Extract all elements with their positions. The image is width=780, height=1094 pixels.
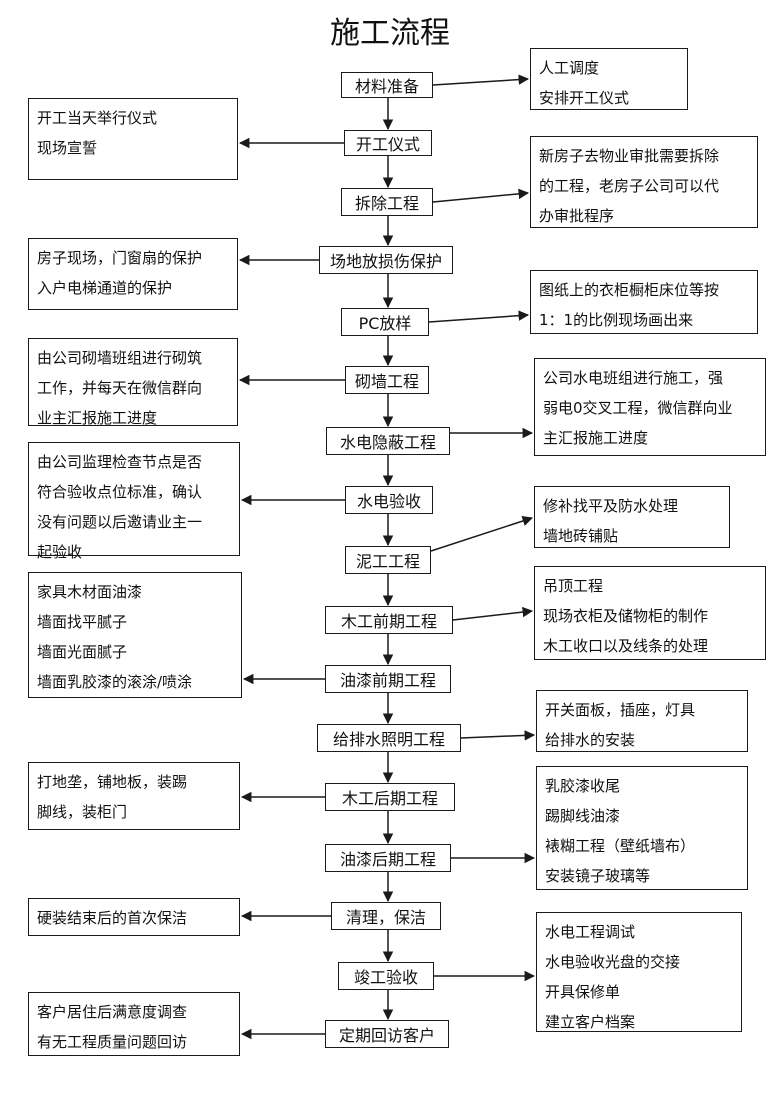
note-line: 业主汇报施工进度 (37, 409, 158, 427)
note-box: 开关面板，插座，灯具给排水的安装 (536, 690, 748, 752)
note-line: 给排水的安装 (545, 731, 636, 749)
step-box: 木工后期工程 (325, 783, 455, 811)
note-line: 吊顶工程 (543, 577, 604, 595)
note-line: 现场宣誓 (37, 139, 98, 157)
note-line: 公司水电班组进行施工，强 (543, 369, 724, 387)
note-box: 图纸上的衣柜橱柜床位等按 1：1的比例现场画出来 (530, 270, 758, 334)
note-box: 乳胶漆收尾踢脚线油漆裱糊工程（壁纸墙布） 安装镜子玻璃等 (536, 766, 748, 890)
note-arrow (452, 606, 534, 621)
note-box: 由公司监理检查节点是否符合验收点位标准，确认没有问题以后邀请业主一起验收 (28, 442, 240, 561)
note-line: 弱电0交叉工程，微信群向业 (543, 399, 733, 417)
note-line: 图纸上的衣柜橱柜床位等按 (539, 281, 720, 299)
note-box: 硬装结束后的首次保洁 (28, 898, 240, 936)
note-line: 有无工程质量问题回访 (37, 1033, 188, 1051)
note-line: 家具木材面油漆 (37, 583, 143, 601)
note-box: 水电工程调试水电验收光盘的交接开具保修单建立客户档案 (536, 912, 742, 1032)
note-line: 房子现场，门窗扇的保护 (37, 249, 203, 267)
note-line: 的工程，老房子公司可以代 (539, 177, 720, 195)
note-line: 新房子去物业审批需要拆除 (539, 147, 720, 165)
step-box: 木工前期工程 (325, 606, 453, 634)
note-line: 水电工程调试 (545, 923, 636, 941)
note-line: 墙面找平腻子 (37, 613, 128, 631)
note-line: 木工收口以及线条的处理 (543, 637, 709, 655)
note-line: 墙面光面腻子 (37, 643, 128, 661)
step-box: 开工仪式 (344, 130, 432, 156)
note-line: 人工调度 (539, 59, 600, 77)
page-title: 施工流程 (330, 16, 450, 51)
note-line: 开关面板，插座，灯具 (545, 701, 696, 719)
note-box: 家具木材面油漆墙面找平腻子墙面光面腻子墙面乳胶漆的滚涂/喷涂 (28, 572, 242, 698)
note-line: 水电验收光盘的交接 (545, 953, 681, 971)
note-box: 由公司砌墙班组进行砌筑工作，并每天在微信群向业主汇报施工进度 (28, 338, 238, 427)
note-box: 修补找平及防水处理墙地砖铺贴 (534, 486, 730, 548)
step-box: 油漆后期工程 (325, 844, 451, 872)
note-line: 入户电梯通道的保护 (37, 279, 173, 297)
note-line: 墙地砖铺贴 (543, 527, 619, 545)
note-box: 开工当天举行仪式现场宣誓 (28, 98, 238, 180)
step-box: 油漆前期工程 (325, 665, 451, 693)
note-line: 没有问题以后邀请业主一 (37, 513, 203, 531)
step-box: 砌墙工程 (345, 366, 429, 394)
note-line: 开工当天举行仪式 (37, 109, 158, 127)
note-line: 1：1的比例现场画出来 (539, 311, 694, 329)
note-line: 打地垄，铺地板，装踢 (37, 773, 188, 791)
note-line: 现场衣柜及储物柜的制作 (543, 607, 709, 625)
note-line: 符合验收点位标准，确认 (37, 483, 203, 501)
note-arrow (460, 730, 536, 741)
step-box: PC放样 (341, 308, 429, 336)
note-box: 公司水电班组进行施工，强弱电0交叉工程，微信群向业主汇报施工进度 (534, 358, 766, 456)
step-box: 场地放损伤保护 (319, 246, 453, 274)
note-line: 乳胶漆收尾 (545, 777, 621, 795)
note-arrow (432, 74, 530, 86)
note-box: 新房子去物业审批需要拆除的工程，老房子公司可以代办审批程序 (530, 136, 758, 228)
note-line: 硬装结束后的首次保洁 (37, 909, 188, 927)
note-box: 打地垄，铺地板，装踢脚线，装柜门 (28, 762, 240, 830)
note-line: 安装镜子玻璃等 (545, 867, 651, 885)
step-box: 水电验收 (345, 486, 433, 514)
note-line: 建立客户档案 (545, 1013, 636, 1031)
step-box: 材料准备 (341, 72, 433, 98)
note-line: 裱糊工程（壁纸墙布） (545, 837, 696, 855)
step-box: 拆除工程 (341, 188, 433, 216)
note-arrow (432, 188, 530, 203)
note-line: 办审批程序 (539, 207, 615, 225)
step-box: 水电隐蔽工程 (326, 427, 450, 455)
note-line: 修补找平及防水处理 (543, 497, 679, 515)
note-line: 墙面乳胶漆的滚涂/喷涂 (37, 673, 193, 691)
step-box: 清理，保洁 (331, 902, 441, 930)
note-box: 房子现场，门窗扇的保护入户电梯通道的保护 (28, 238, 238, 310)
step-box: 泥工工程 (345, 546, 431, 574)
step-box: 定期回访客户 (325, 1020, 449, 1048)
note-line: 安排开工仪式 (539, 89, 630, 107)
note-arrow (428, 310, 530, 323)
note-line: 由公司监理检查节点是否 (37, 453, 203, 471)
note-line: 起验收 (37, 543, 83, 561)
note-line: 脚线，装柜门 (37, 803, 128, 821)
note-line: 主汇报施工进度 (543, 429, 649, 447)
note-box: 吊顶工程现场衣柜及储物柜的制作木工收口以及线条的处理 (534, 566, 766, 660)
note-line: 客户居住后满意度调查 (37, 1003, 188, 1021)
note-line: 工作，并每天在微信群向 (37, 379, 203, 397)
note-arrow (430, 515, 533, 552)
step-box: 竣工验收 (338, 962, 434, 990)
note-box: 客户居住后满意度调查有无工程质量问题回访 (28, 992, 240, 1056)
note-line: 踢脚线油漆 (545, 807, 621, 825)
note-line: 开具保修单 (545, 983, 621, 1001)
step-box: 给排水照明工程 (317, 724, 461, 752)
note-box: 人工调度安排开工仪式 (530, 48, 688, 110)
note-line: 由公司砌墙班组进行砌筑 (37, 349, 203, 367)
